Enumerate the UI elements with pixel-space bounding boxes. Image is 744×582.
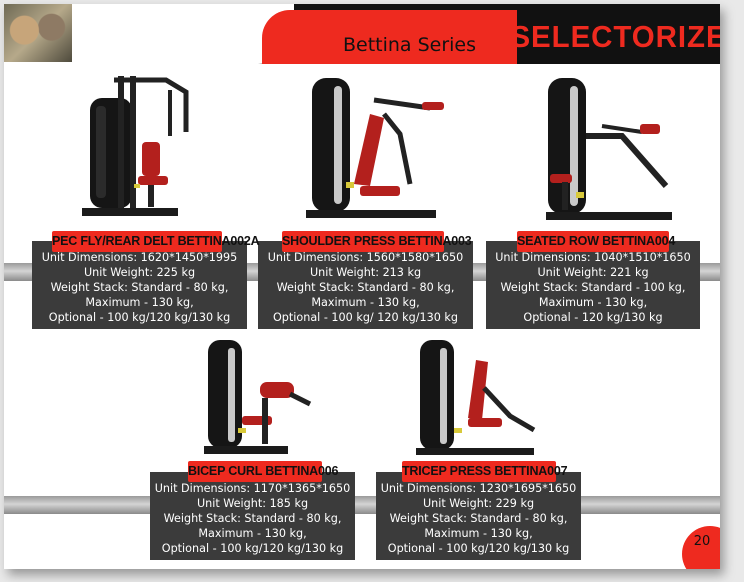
product-title: PEC FLY/REAR DELT BETTINA002A [52,231,260,252]
spec-maximum: Maximum - 130 kg, [311,296,420,309]
product-specs: Unit Dimensions: 1040*1510*1650 Unit Wei… [486,241,700,329]
product-title: SEATED ROW BETTINA004 [517,231,675,252]
product-title: BICEP CURL BETTINA006 [188,461,338,482]
spec-maximum: Maximum - 130 kg, [198,527,307,540]
product-specs: Unit Dimensions: 1230*1695*1650 Unit Wei… [376,472,581,560]
spec-weight: Unit Weight: 221 kg [537,266,649,279]
tricep-press-machine-image [416,340,536,455]
spec-stack: Weight Stack: Standard - 80 kg, [50,281,229,294]
spec-optional: Optional - 100 kg/ 120 kg/130 kg [272,311,458,324]
shoulder-press-machine-image [306,78,444,218]
decor-stripe-bottom [4,496,720,514]
series-title: Bettina Series [342,34,477,56]
product-specs: Unit Dimensions: 1620*1450*1995 Unit Wei… [32,241,247,329]
spec-dimensions: Unit Dimensions: 1170*1365*1650 [154,482,351,495]
spec-optional: Optional - 120 kg/130 kg [523,311,663,324]
spec-weight: Unit Weight: 213 kg [309,266,422,279]
series-banner: Bettina Series [262,10,517,64]
product-title: TRICEP PRESS BETTINA007 [402,461,568,482]
seated-row-machine-image [546,78,672,220]
spec-weight: Unit Weight: 229 kg [422,497,535,510]
product-specs: Unit Dimensions: 1560*1580*1650 Unit Wei… [258,241,473,329]
spec-maximum: Maximum - 130 kg, [424,527,533,540]
spec-dimensions: Unit Dimensions: 1560*1580*1650 [267,251,464,264]
page-number: 20 [693,534,711,549]
spec-weight: Unit Weight: 185 kg [196,497,309,510]
pec-fly-machine-image [82,76,189,216]
spec-stack: Weight Stack: Standard - 80 kg, [276,281,455,294]
product-specs: Unit Dimensions: 1170*1365*1650 Unit Wei… [150,472,355,560]
product-title: SHOULDER PRESS BETTINA003 [282,231,472,252]
spec-maximum: Maximum - 130 kg, [538,296,648,309]
spec-optional: Optional - 100 kg/120 kg/130 kg [48,311,231,324]
pets-photo [4,4,72,62]
spec-stack: Weight Stack: Standard - 80 kg, [163,512,342,525]
brand-title: SELECTORIZE [510,19,720,54]
spec-weight: Unit Weight: 225 kg [83,266,196,279]
spec-dimensions: Unit Dimensions: 1230*1695*1650 [380,482,577,495]
bicep-curl-machine-image [204,340,312,454]
spec-optional: Optional - 100 kg/120 kg/130 kg [387,542,570,555]
spec-dimensions: Unit Dimensions: 1620*1450*1995 [41,251,238,264]
spec-maximum: Maximum - 130 kg, [85,296,194,309]
spec-stack: Weight Stack: Standard - 80 kg, [389,512,568,525]
spec-stack: Weight Stack: Standard - 100 kg, [500,281,686,294]
catalog-page: Bettina Series SELECTORIZE PEC FLY/REAR … [4,4,720,569]
spec-optional: Optional - 100 kg/120 kg/130 kg [161,542,344,555]
spec-dimensions: Unit Dimensions: 1040*1510*1650 [495,251,691,264]
